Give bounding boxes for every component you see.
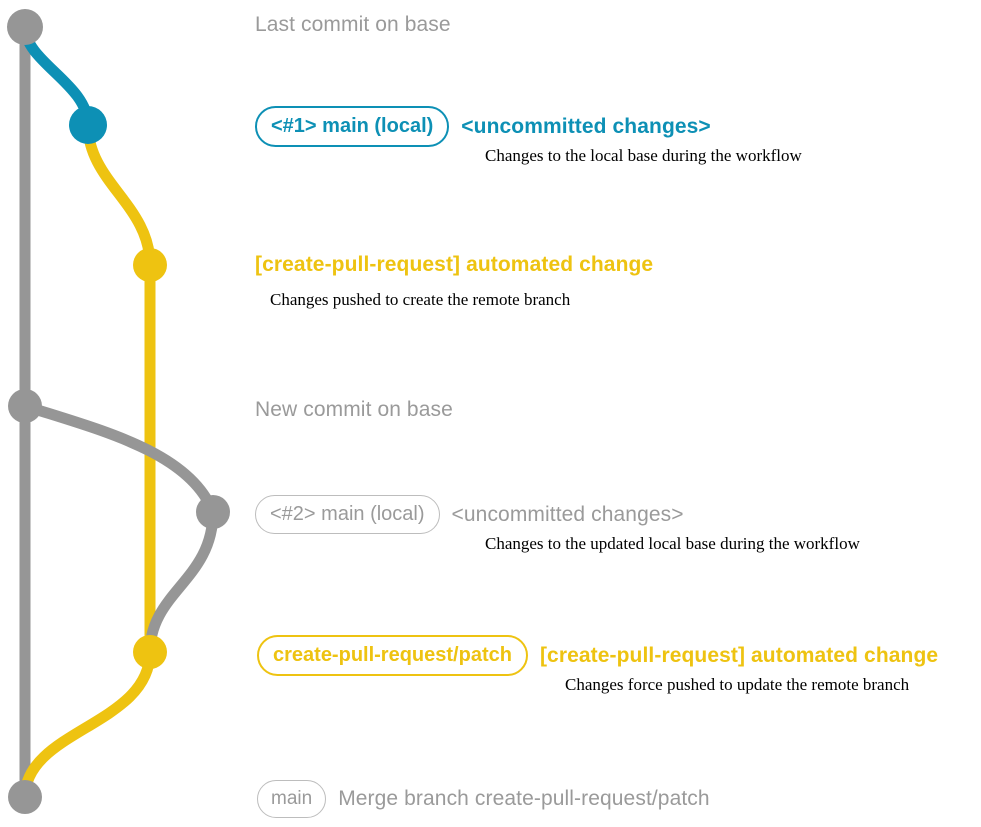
badge-create-pull-request-patch[interactable]: create-pull-request/patch — [257, 635, 528, 676]
row-local-commit-1: <#1> main (local) <uncommitted changes> — [255, 106, 711, 147]
row-patch-branch: create-pull-request/patch [create-pull-r… — [257, 635, 938, 676]
row-last-commit-on-base: Last commit on base — [255, 13, 451, 37]
description-patch-branch: Changes force pushed to update the remot… — [565, 675, 910, 694]
badge-main-local-1[interactable]: <#1> main (local) — [255, 106, 450, 147]
row-new-commit-on-base: New commit on base — [255, 398, 453, 422]
badge-main[interactable]: main — [257, 780, 327, 818]
commit-node-patch-2[interactable] — [133, 635, 167, 669]
row-local-commit-2: <#2> main (local) <uncommitted changes> — [255, 495, 684, 534]
heading-new-commit-on-base: New commit on base — [255, 398, 453, 421]
subject-uncommitted-changes-1: <uncommitted changes> — [461, 114, 711, 138]
heading-last-commit-on-base: Last commit on base — [255, 13, 451, 36]
edge-patch-2-to-merge — [19, 646, 156, 803]
description-local-commit-2: Changes to the updated local base during… — [485, 534, 860, 553]
commit-node-patch-1[interactable] — [133, 248, 167, 282]
commit-node-local-1[interactable] — [69, 106, 107, 144]
badge-main-local-2[interactable]: <#2> main (local) — [255, 495, 440, 534]
commit-node-base-last[interactable] — [7, 9, 43, 45]
subject-uncommitted-changes-2: <uncommitted changes> — [451, 502, 684, 526]
description-automated-change-1: Changes pushed to create the remote bran… — [270, 290, 571, 309]
edge-local-2-to-patch-2 — [144, 506, 219, 658]
description-local-commit-1: Changes to the local base during the wor… — [485, 146, 802, 165]
subject-automated-change-2: [create-pull-request] automated change — [539, 643, 939, 667]
commit-node-base-new[interactable] — [8, 389, 42, 423]
commit-node-base-merge[interactable] — [8, 780, 42, 814]
commit-node-local-2[interactable] — [196, 495, 230, 529]
subject-merge-branch: Merge branch create-pull-request/patch — [338, 787, 710, 810]
row-merge-commit: main Merge branch create-pull-request/pa… — [257, 780, 710, 818]
edge-local-1-to-patch-1 — [82, 119, 156, 271]
row-automated-change-1: [create-pull-request] automated change — [255, 253, 653, 277]
edge-base-new-to-local-2 — [19, 400, 219, 518]
subject-automated-change-1: [create-pull-request] automated change — [255, 253, 654, 276]
